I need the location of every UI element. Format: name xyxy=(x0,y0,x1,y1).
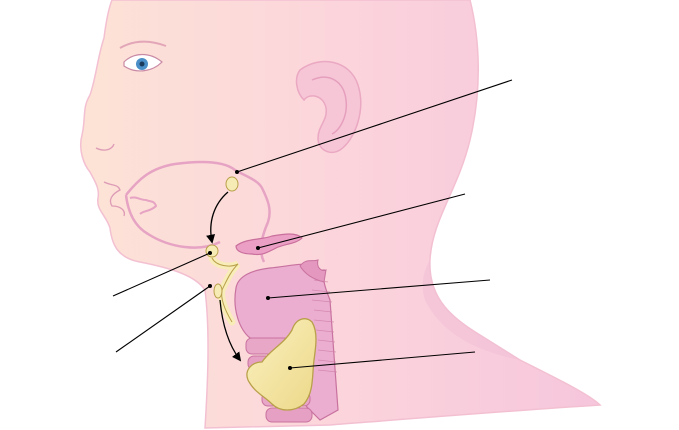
larynx-striations xyxy=(311,279,338,373)
migration-arrow-lower xyxy=(219,299,242,362)
leader-line-thyroid-gland xyxy=(289,351,476,369)
hyoid-bone xyxy=(235,233,303,256)
leader-line-foramen-cecum xyxy=(236,79,513,173)
lingual-remnant xyxy=(205,244,219,258)
head-silhouette xyxy=(79,0,602,429)
teeth xyxy=(129,196,158,215)
oral-cavity-outline xyxy=(124,160,271,263)
duct-remnant xyxy=(213,283,223,299)
neck-shadow xyxy=(422,260,520,360)
leader-line-thyroid-cartilage xyxy=(267,279,491,299)
ear-inner xyxy=(311,76,348,135)
epiglottis xyxy=(299,259,327,283)
leader-line-lingual xyxy=(112,252,211,297)
foramen-cecum-remnant xyxy=(225,176,239,192)
migration-arrow-upper xyxy=(206,191,229,244)
thyroglossal-duct-outline xyxy=(211,257,239,323)
leader-lines xyxy=(112,79,513,369)
eye-pupil xyxy=(139,61,145,67)
leader-line-duct xyxy=(115,285,211,353)
lips xyxy=(103,181,126,217)
leader-line-hyoid xyxy=(257,193,466,249)
ear xyxy=(295,60,362,154)
nostril xyxy=(95,143,115,151)
thyroid-gland xyxy=(246,318,317,411)
eyebrow xyxy=(119,40,167,49)
leader-dots xyxy=(208,170,292,370)
